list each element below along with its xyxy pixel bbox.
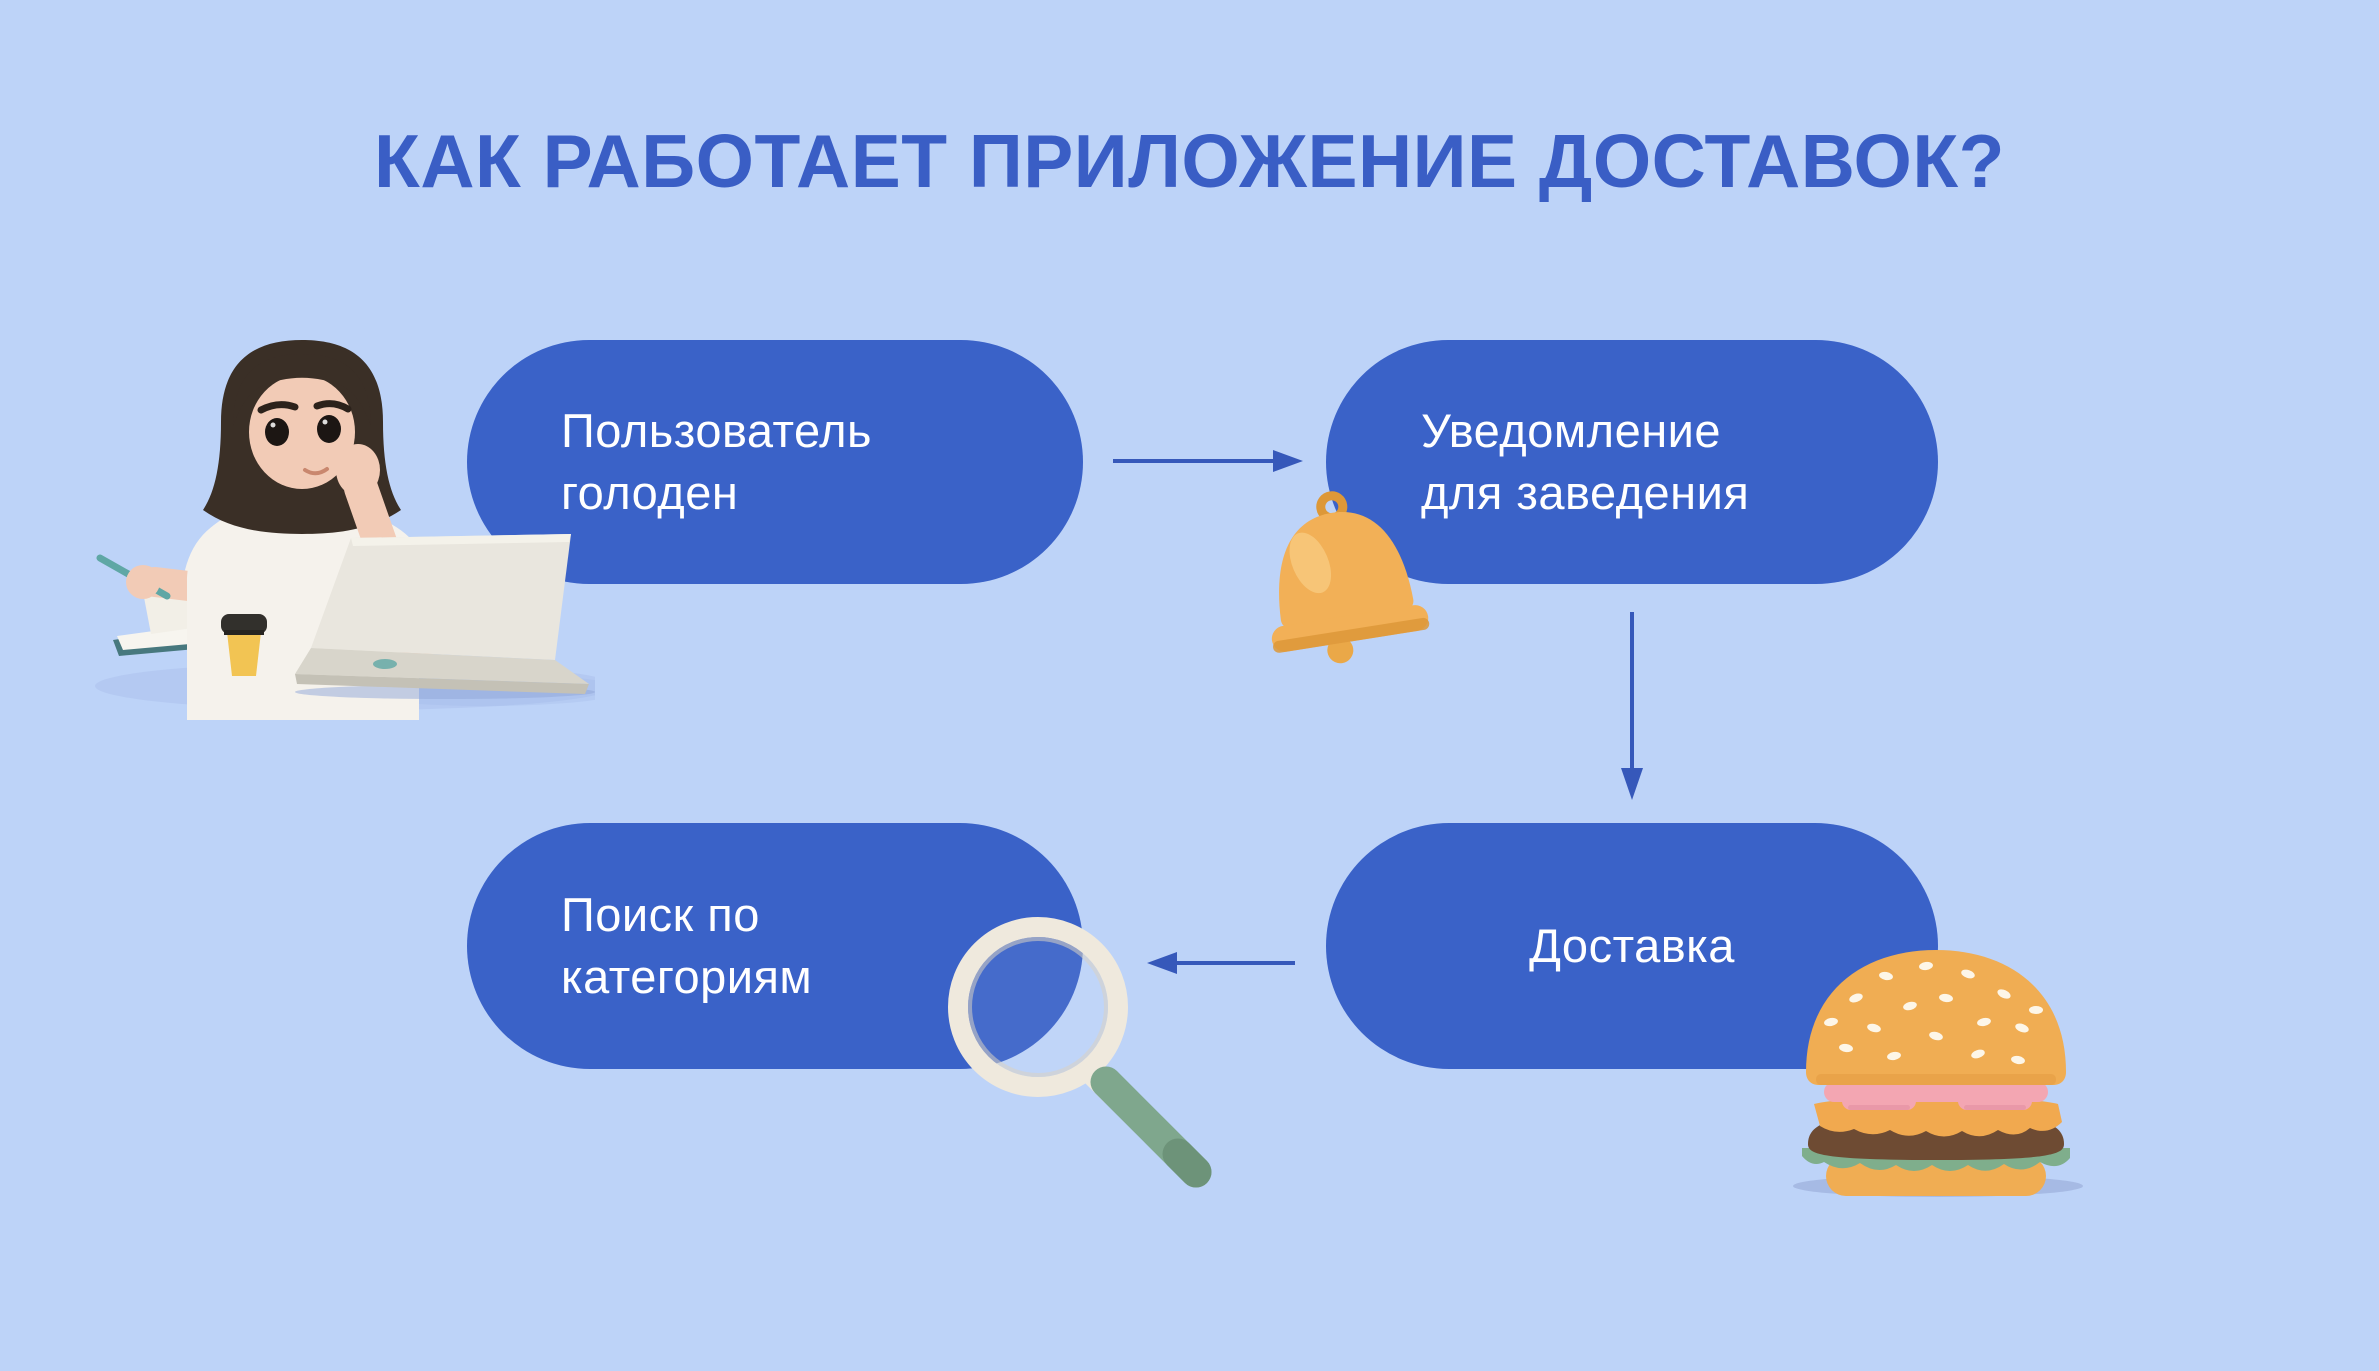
arrow-down-icon [1621,612,1643,800]
step-label-venue-notification: Уведомление для заведения [1421,403,1750,520]
arrow-right-icon [1113,450,1303,472]
step-label-category-search: Поиск по категориям [561,887,813,1004]
page-title: КАК РАБОТАЕТ ПРИЛОЖЕНИЕ ДОСТАВОК? [374,119,2005,203]
sesame-seeds [1824,961,2043,1065]
step-label-user-hungry: Пользователь голоден [561,403,872,520]
bell-icon [1271,491,1430,664]
step-box-venue-notification: Уведомление для заведения [1326,340,1938,584]
step-label-delivery: Доставка [1529,918,1735,972]
laptop-icon [295,534,595,699]
person-laptop-illustration [95,340,595,720]
magnifier-icon [948,917,1212,1188]
coffee-cup-icon [221,614,267,676]
burger-icon [1793,950,2083,1197]
arrow-left-icon [1147,952,1295,974]
